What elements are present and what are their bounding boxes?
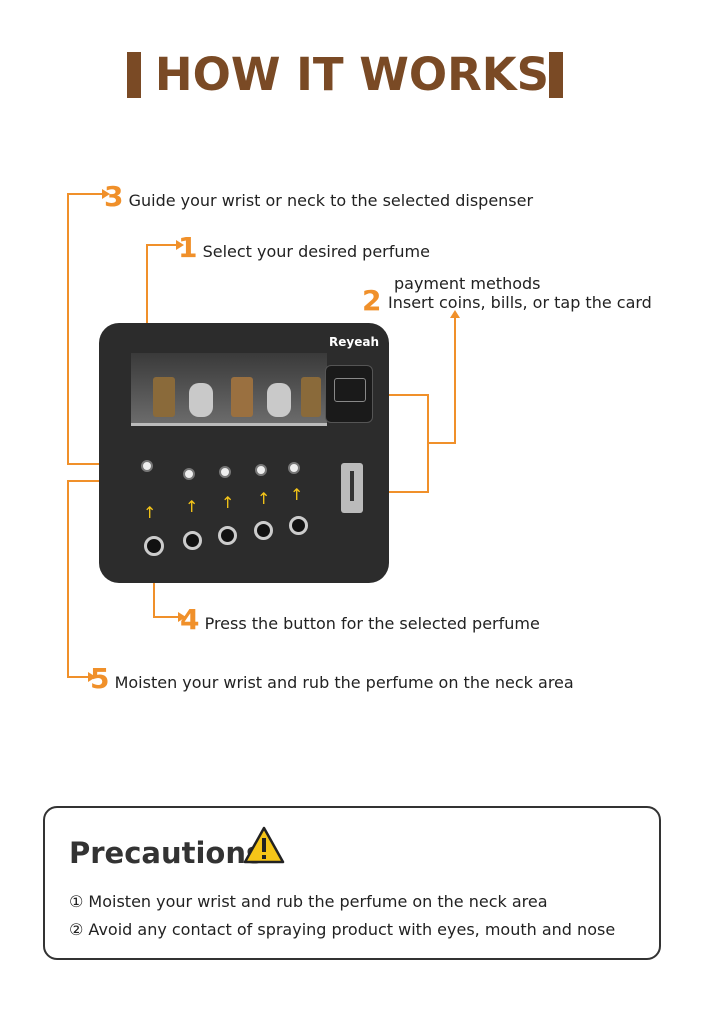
nozzle <box>141 460 153 472</box>
coin-slot <box>341 463 363 513</box>
perfume-bottle <box>231 377 253 417</box>
perfume-bottle <box>301 377 321 417</box>
arrow-up-icon: ↑ <box>221 493 235 512</box>
precautions-title: Precautions <box>69 836 264 870</box>
step-5: 5 Moisten your wrist and rub the perfume… <box>90 662 574 695</box>
arrow-up-icon: ↑ <box>185 497 199 516</box>
step-number: 5 <box>90 662 110 695</box>
header: HOW IT WORKS <box>0 40 704 110</box>
step-text: Moisten your wrist and rub the perfume o… <box>114 673 574 692</box>
step-number: 2 <box>362 284 382 317</box>
precautions-panel: Precautions ① Moisten your wrist and rub… <box>43 806 661 960</box>
perfume-bottle <box>189 383 213 417</box>
step-text: Select your desired perfume <box>202 242 430 261</box>
warning-icon <box>243 826 285 864</box>
step-number: 4 <box>180 603 200 636</box>
step-3: 3 Guide your wrist or neck to the select… <box>104 180 533 213</box>
card-reader <box>325 365 373 423</box>
perfume-bottle <box>267 383 291 417</box>
card-reader-screen <box>334 378 366 402</box>
vending-machine: Reyeah ↑ ↑ ↑ ↑ ↑ <box>99 323 389 583</box>
dispense-button[interactable] <box>144 536 164 556</box>
step-text: Insert coins, bills, or tap the card <box>388 293 652 312</box>
step-1: 1 Select your desired perfume <box>178 231 430 264</box>
brand-logo: Reyeah <box>329 335 379 349</box>
page-title: HOW IT WORKS <box>154 48 550 101</box>
step-text: Press the button for the selected perfum… <box>204 614 540 633</box>
step-subtitle: payment methods <box>394 274 541 293</box>
perfume-bottle <box>153 377 175 417</box>
title-bar-left <box>127 52 141 98</box>
dispense-button[interactable] <box>183 531 202 550</box>
arrow-up-icon: ↑ <box>257 489 271 508</box>
step-4: 4 Press the button for the selected perf… <box>180 603 540 636</box>
dispense-button[interactable] <box>289 516 308 535</box>
step-text: Guide your wrist or neck to the selected… <box>128 191 534 210</box>
coin-slot-opening <box>350 471 354 501</box>
step-number: 1 <box>178 231 198 264</box>
title-bar-right <box>549 52 563 98</box>
nozzle <box>219 466 231 478</box>
arrow-up-icon: ↑ <box>290 485 304 504</box>
arrow-up-icon: ↑ <box>143 503 157 522</box>
nozzle <box>183 468 195 480</box>
precaution-item: ① Moisten your wrist and rub the perfume… <box>69 892 548 911</box>
dispense-button[interactable] <box>254 521 273 540</box>
dispense-button[interactable] <box>218 526 237 545</box>
nozzle <box>255 464 267 476</box>
perfume-display-window <box>131 353 327 426</box>
nozzle <box>288 462 300 474</box>
precaution-item: ② Avoid any contact of spraying product … <box>69 920 616 939</box>
step-number: 3 <box>104 180 124 213</box>
